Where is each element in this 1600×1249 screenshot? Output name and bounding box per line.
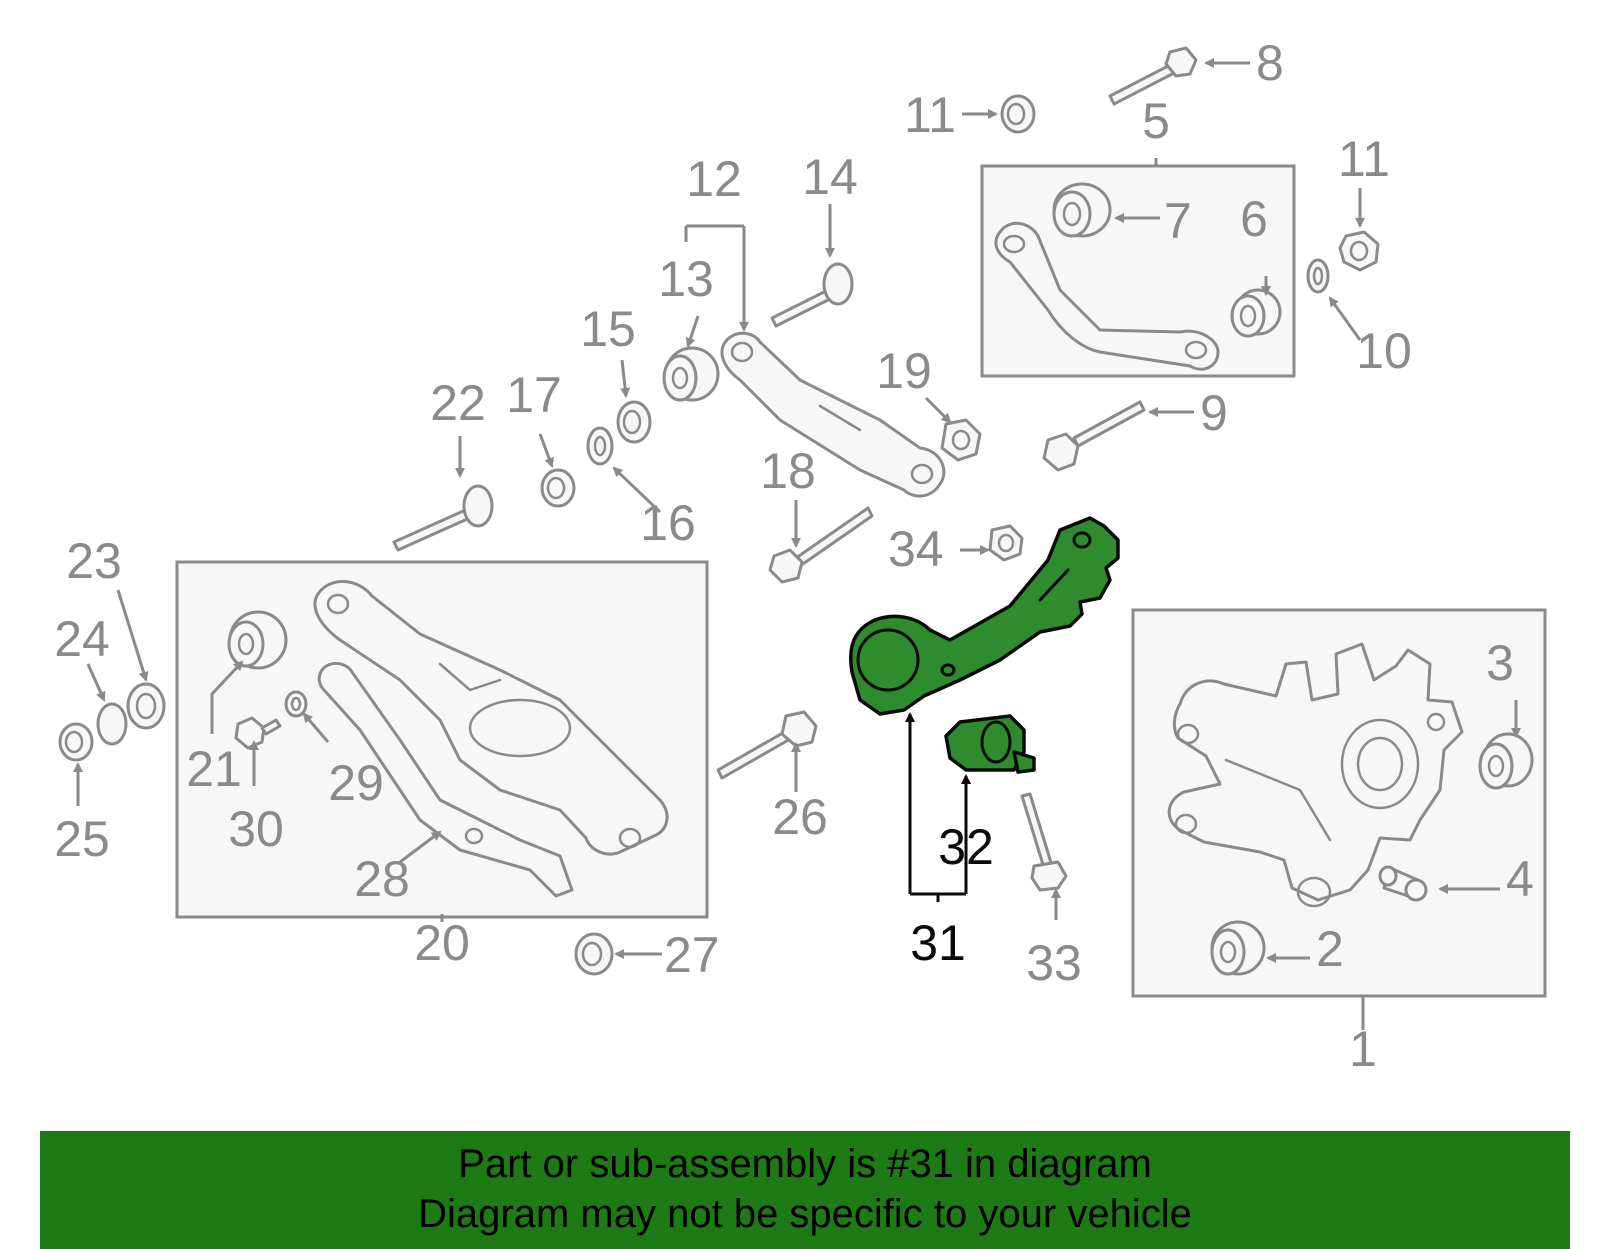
callout-6: 6 (1240, 191, 1268, 247)
bolt-part-18[interactable] (768, 506, 874, 584)
callout-19: 19 (876, 343, 932, 399)
bolt-part-14[interactable] (770, 262, 854, 328)
nut-part-11-upper[interactable] (1000, 94, 1036, 134)
callout-23: 23 (66, 533, 122, 589)
bolt-part-8[interactable] (1108, 46, 1198, 106)
nut-part-25[interactable] (58, 722, 94, 762)
oring-part-24[interactable] (96, 702, 128, 746)
bolt-part-33[interactable] (1020, 792, 1068, 892)
nut-part-11-right[interactable] (1338, 230, 1380, 272)
callout-20: 20 (414, 915, 470, 971)
washer-part-15[interactable] (616, 400, 652, 444)
callout-16: 16 (640, 495, 696, 551)
callout-15: 15 (580, 301, 636, 357)
callout-24: 24 (54, 611, 110, 667)
bushing-part-7[interactable] (1052, 182, 1112, 238)
callout-3: 3 (1486, 635, 1514, 691)
washer-part-29[interactable] (284, 690, 308, 718)
link-arm-part-12[interactable] (720, 331, 946, 498)
callout-7: 7 (1164, 193, 1192, 249)
callout-9: 9 (1200, 385, 1228, 441)
nut-part-34[interactable] (988, 524, 1024, 562)
callout-8: 8 (1256, 35, 1284, 91)
callout-11-right: 11 (1338, 131, 1390, 187)
nut-part-27[interactable] (574, 932, 614, 976)
bushing-part-6[interactable] (1230, 288, 1282, 338)
brace-part-28[interactable] (317, 662, 574, 898)
callout-13: 13 (658, 251, 714, 307)
bushing-part-2[interactable] (1210, 920, 1266, 976)
callout-2: 2 (1316, 921, 1344, 977)
banner-line-1: Part or sub-assembly is #31 in diagram (458, 1142, 1152, 1186)
callout-22: 22 (430, 375, 486, 431)
callout-18: 18 (760, 443, 816, 499)
crossmember-part-20[interactable] (313, 580, 669, 856)
callout-26: 26 (772, 789, 828, 845)
callout-4: 4 (1506, 851, 1534, 907)
callout-29: 29 (328, 755, 384, 811)
bolt-part-9[interactable] (1042, 400, 1146, 472)
callout-25: 25 (54, 811, 110, 867)
callout-31: 31 (910, 915, 966, 971)
callout-28: 28 (354, 851, 410, 907)
bushing-part-32[interactable] (944, 714, 1036, 774)
callout-12: 12 (686, 151, 742, 207)
info-banner: Part or sub-assembly is #31 in diagram D… (40, 1131, 1570, 1249)
callout-14: 14 (802, 149, 858, 205)
callout-30: 30 (228, 801, 284, 857)
washer-part-16[interactable] (586, 426, 614, 466)
banner-line-2: Diagram may not be specific to your vehi… (418, 1192, 1192, 1236)
callout-32: 32 (938, 819, 994, 875)
nut-part-17[interactable] (540, 468, 576, 508)
bushing-part-21[interactable] (227, 610, 288, 670)
knuckle-part-1[interactable] (1167, 642, 1464, 908)
bolt-part-26[interactable] (716, 710, 818, 780)
pin-part-4[interactable] (1378, 865, 1428, 902)
callout-labels: 1 2 3 4 5 6 7 8 9 10 11 11 12 13 14 15 1… (54, 35, 1534, 1077)
callout-1: 1 (1349, 1021, 1377, 1077)
leader-lines (73, 58, 1521, 1030)
callout-17: 17 (506, 367, 562, 423)
nut-part-19[interactable] (940, 418, 982, 462)
washer-part-23[interactable] (126, 682, 166, 730)
callout-33: 33 (1026, 935, 1082, 991)
bushing-part-13[interactable] (662, 346, 720, 402)
callout-27: 27 (664, 927, 720, 983)
callout-11-upper: 11 (904, 87, 956, 143)
upper-arm-part-5[interactable] (994, 221, 1220, 371)
callout-5: 5 (1142, 93, 1170, 149)
callout-21: 21 (186, 741, 242, 797)
callout-34: 34 (888, 521, 944, 577)
trailing-arm-part-31[interactable] (849, 516, 1120, 716)
bolt-part-22[interactable] (392, 484, 494, 552)
callout-10: 10 (1356, 323, 1412, 379)
bushing-part-3[interactable] (1478, 732, 1534, 790)
washer-part-10[interactable] (1306, 258, 1330, 294)
